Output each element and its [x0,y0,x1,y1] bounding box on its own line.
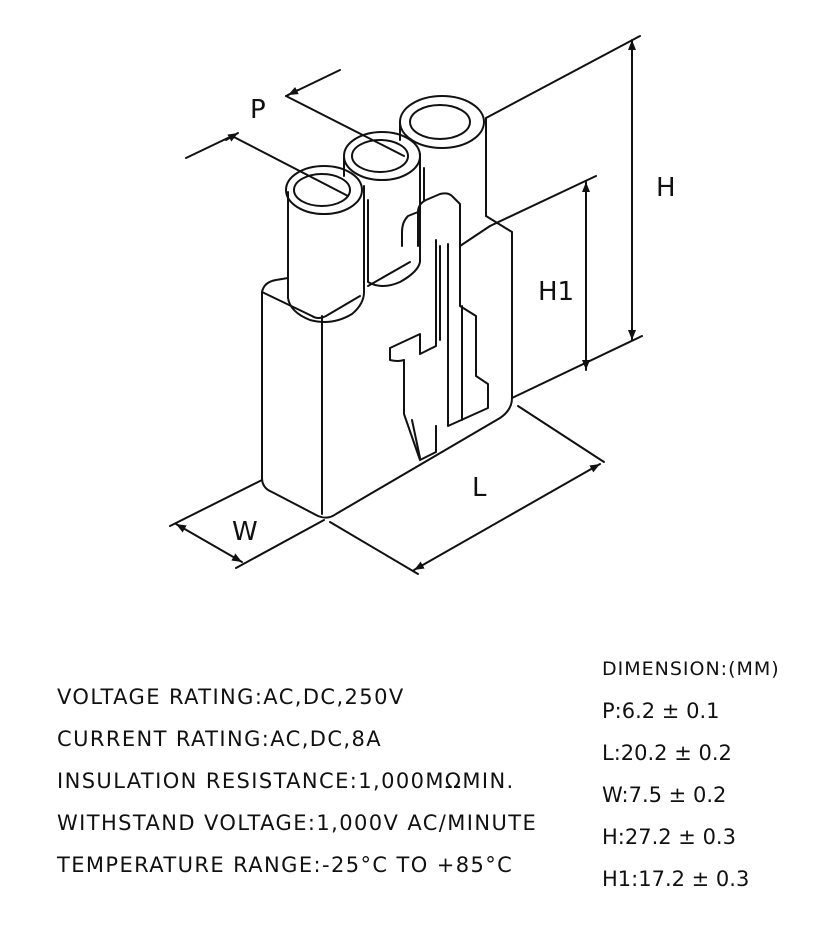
height1-label: H1 [538,277,574,307]
dimensions-table: DIMENSION:(MM) P:6.2 ± 0.1 L:20.2 ± 0.2 … [602,648,780,900]
height-dimension [485,35,643,399]
pin-tower-2 [343,131,421,287]
width-dimension [169,479,325,569]
spec-voltage-rating: VOLTAGE RATING:AC,DC,250V [57,685,405,709]
pitch-dimension [185,69,405,197]
specifications: VOLTAGE RATING:AC,DC,250V CURRENT RATING… [57,676,537,886]
dimension-l: L:20.2 ± 0.2 [602,741,732,765]
spec-current-rating: CURRENT RATING:AC,DC,8A [57,727,383,751]
pin-tower-3 [399,95,487,217]
dimension-h: H:27.2 ± 0.3 [602,825,736,849]
height1-dimension [489,175,597,371]
width-label: W [232,517,258,547]
housing-body [261,215,513,519]
spec-withstand-voltage: WITHSTAND VOLTAGE:1,000V AC/MINUTE [57,811,538,835]
latch [389,192,489,461]
pitch-label: P [250,95,266,125]
connector-drawing: P H H1 L W [169,35,676,575]
length-dimension [329,405,605,575]
dimensions-heading: DIMENSION:(MM) [602,658,780,680]
dimension-h1: H1:17.2 ± 0.3 [602,867,750,891]
height-label: H [656,173,676,203]
dimension-p: P:6.2 ± 0.1 [602,699,720,723]
length-label: L [472,473,487,503]
pin-tower-1 [285,165,365,323]
spec-insulation-resistance: INSULATION RESISTANCE:1,000MΩMIN. [57,769,515,793]
spec-temperature-range: TEMPERATURE RANGE:-25°C TO +85°C [57,853,514,877]
dimension-w: W:7.5 ± 0.2 [602,783,727,807]
